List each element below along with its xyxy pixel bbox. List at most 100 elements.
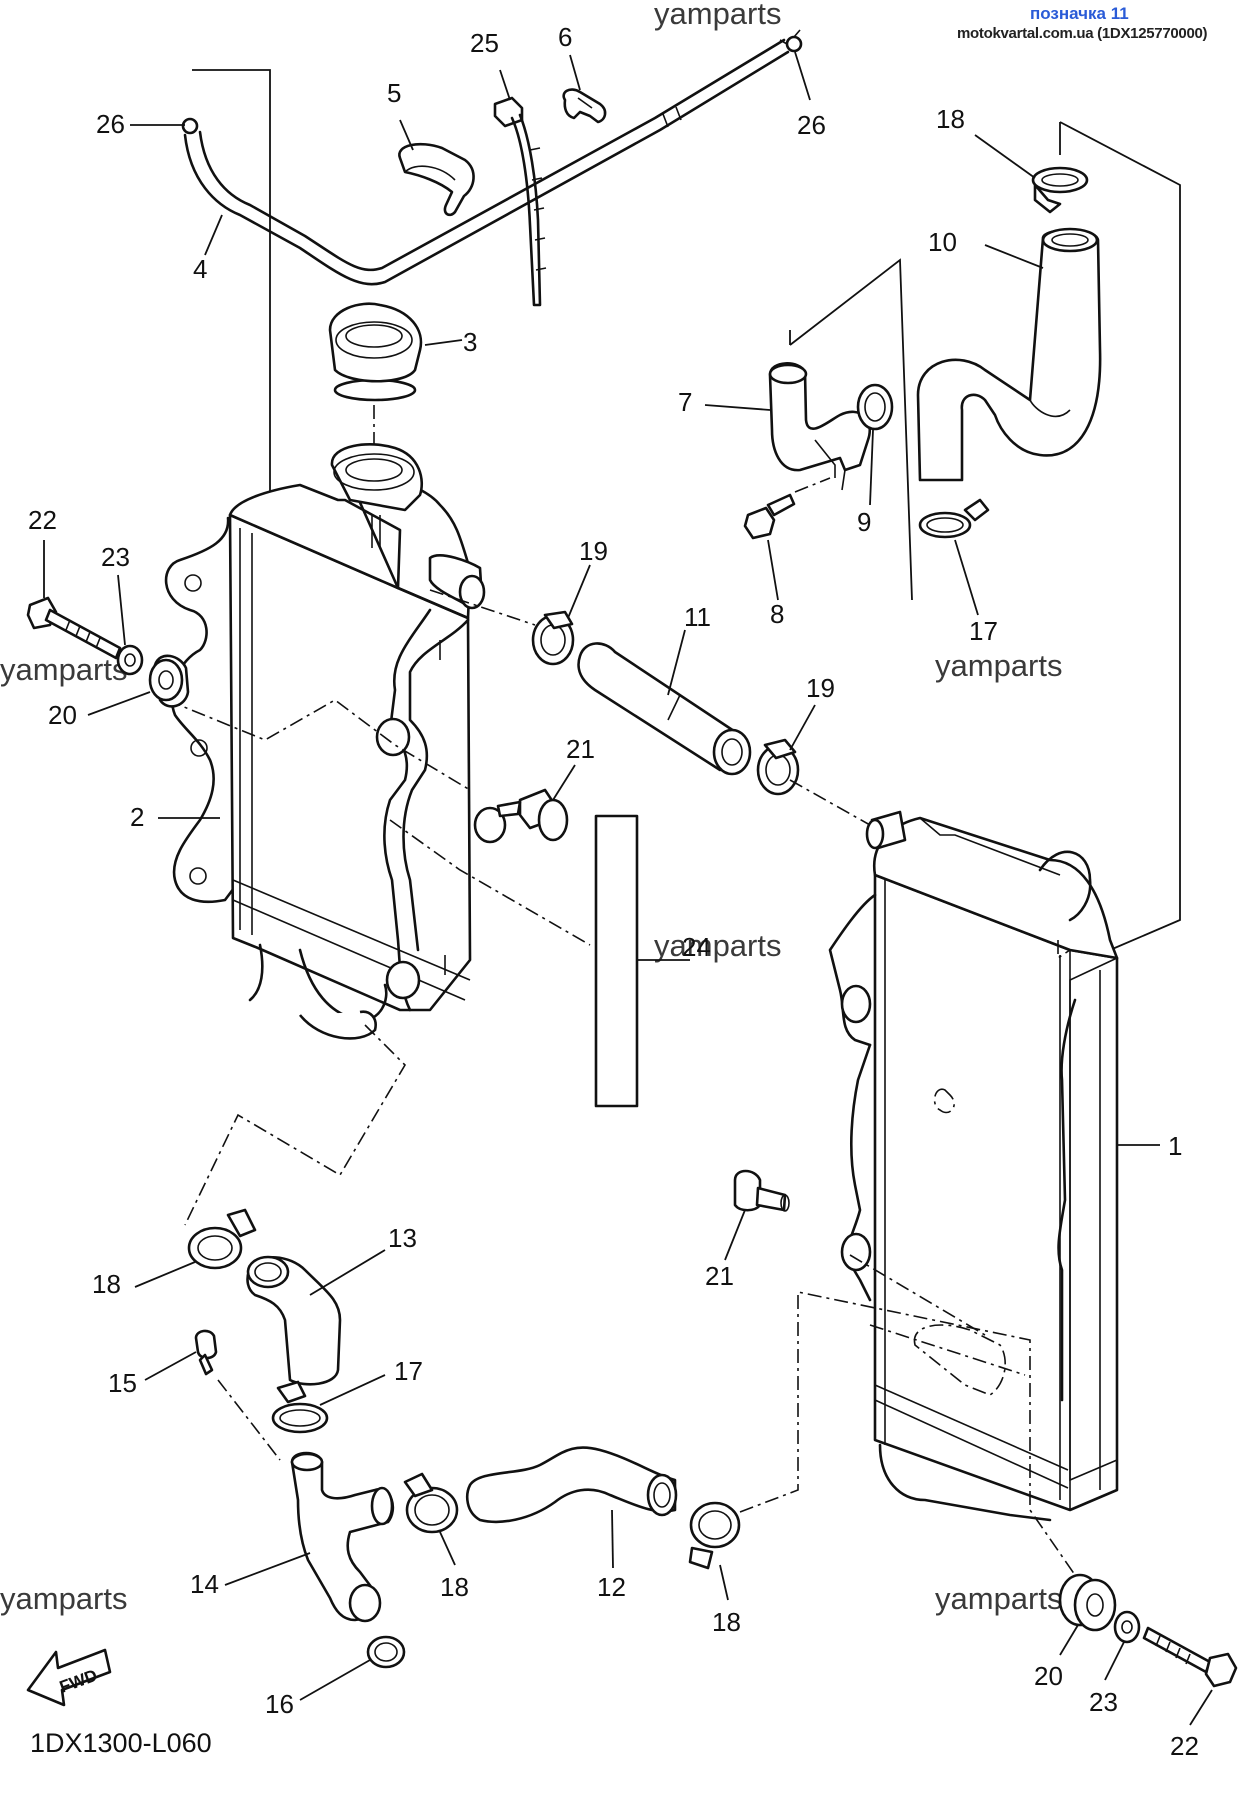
callout-24[interactable]: 24	[682, 932, 711, 962]
part-12-radiator-hose[interactable]	[465, 1446, 678, 1524]
part-8-bolt[interactable]	[743, 477, 831, 540]
dash-10-to-radiator-right	[1059, 121, 1181, 951]
leader-6	[569, 54, 581, 91]
part-26-hose-clip-left[interactable]	[181, 117, 199, 135]
callout-9[interactable]: 9	[857, 507, 871, 537]
callout-13[interactable]: 13	[388, 1223, 417, 1253]
watermark-left-lower: yamparts	[0, 1581, 127, 1616]
part-18-clamp-lower-left[interactable]	[187, 1208, 257, 1270]
part-3-radiator-cap[interactable]	[328, 302, 423, 402]
callout-14[interactable]: 14	[190, 1569, 219, 1599]
part-16-gasket[interactable]	[366, 1635, 406, 1669]
leader-8	[767, 539, 779, 601]
part-18-clamp-top-right[interactable]	[1031, 166, 1089, 214]
part-7-hose-joint[interactable]	[768, 362, 871, 491]
part-18-clamp-bottom-middle[interactable]	[403, 1472, 459, 1534]
callout-20-left[interactable]: 20	[48, 700, 77, 730]
callout-8[interactable]: 8	[770, 599, 784, 629]
leader-17-lower	[319, 1374, 386, 1406]
part-24-protector-strip[interactable]	[594, 814, 639, 1108]
leader-12	[611, 1509, 614, 1569]
part-14-hose-joint[interactable]	[290, 1451, 395, 1623]
callout-6[interactable]: 6	[558, 22, 572, 52]
part-20-grommet-left[interactable]	[148, 654, 190, 708]
leader-18-top	[974, 134, 1036, 179]
callout-23-right[interactable]: 23	[1089, 1687, 1118, 1717]
part-25-cable-tie[interactable]	[493, 96, 547, 307]
callout-26-left[interactable]: 26	[96, 109, 125, 139]
callout-16[interactable]: 16	[265, 1689, 294, 1719]
callout-18-bottom-middle[interactable]: 18	[440, 1572, 469, 1602]
leader-7	[704, 404, 771, 411]
part-4-breather-hose[interactable]	[183, 38, 790, 286]
part-20-grommet-right[interactable]	[1058, 1573, 1117, 1632]
part-19-clamp-upper[interactable]	[531, 610, 575, 666]
dash-20-21-left	[166, 699, 471, 791]
callout-4[interactable]: 4	[193, 254, 207, 284]
leader-25	[499, 69, 511, 101]
leader-26-right	[794, 51, 811, 101]
callout-21-left[interactable]: 21	[566, 734, 595, 764]
leader-15	[144, 1351, 197, 1381]
callout-5[interactable]: 5	[387, 78, 401, 108]
part-6-hose-clip[interactable]	[562, 88, 607, 124]
part-5-hose-clamp[interactable]	[398, 142, 475, 217]
callout-21-right[interactable]: 21	[705, 1261, 734, 1291]
diagram-code: 1DX1300-L060	[30, 1728, 212, 1758]
dash-7-to-10	[789, 258, 913, 601]
part-10-radiator-hose[interactable]	[916, 227, 1102, 482]
part-21-bolt-left[interactable]	[496, 788, 569, 842]
callout-2[interactable]: 2	[130, 802, 144, 832]
watermark-top: yamparts	[654, 0, 781, 31]
callout-12[interactable]: 12	[597, 1572, 626, 1602]
part-21-bolt-right[interactable]	[733, 1169, 790, 1212]
callout-7[interactable]: 7	[678, 387, 692, 417]
callout-19-lower[interactable]: 19	[806, 673, 835, 703]
dash-19-lower	[789, 779, 871, 826]
callout-26-right[interactable]: 26	[797, 110, 826, 140]
callout-3[interactable]: 3	[463, 327, 477, 357]
callout-22-left[interactable]: 22	[28, 505, 57, 535]
callout-18-top[interactable]: 18	[936, 104, 965, 134]
leader-20-right	[1059, 1624, 1079, 1656]
leader-22-right	[1189, 1689, 1213, 1726]
dash-1-inner	[869, 1324, 1026, 1376]
callout-18-bottom-right[interactable]: 18	[712, 1607, 741, 1637]
part-17-clamp-lower[interactable]	[271, 1380, 329, 1434]
callout-22-right[interactable]: 22	[1170, 1731, 1199, 1761]
part-2-radiator-left[interactable]	[164, 443, 507, 1040]
part-26-hose-clip-right[interactable]	[779, 29, 803, 53]
part-18-clamp-bottom-right[interactable]	[688, 1501, 741, 1570]
part-22-bolt-left[interactable]	[26, 596, 122, 660]
callout-11[interactable]: 11	[684, 602, 711, 632]
header-site[interactable]: motokvartal.com.ua (1DX125770000)	[957, 25, 1208, 42]
leader-19-upper	[567, 564, 591, 619]
dash-19-upper	[429, 589, 536, 626]
part-1-radiator-right[interactable]	[828, 810, 1119, 1522]
callout-25[interactable]: 25	[470, 28, 499, 58]
callout-23-left[interactable]: 23	[101, 542, 130, 572]
part-19-clamp-lower[interactable]	[756, 738, 800, 796]
callout-17-lower[interactable]: 17	[394, 1356, 423, 1386]
callout-1[interactable]: 1	[1168, 1131, 1182, 1161]
watermark-right-upper: yamparts	[935, 648, 1062, 683]
part-11-radiator-hose[interactable]	[577, 642, 752, 776]
part-9-o-ring[interactable]	[856, 383, 894, 431]
callout-18-lower-left[interactable]: 18	[92, 1269, 121, 1299]
part-17-clamp-upper[interactable]	[918, 498, 990, 539]
callout-19-upper[interactable]: 19	[579, 536, 608, 566]
callout-15[interactable]: 15	[108, 1368, 137, 1398]
part-13-radiator-hose[interactable]	[246, 1255, 342, 1386]
part-15-bleed-bolt[interactable]	[194, 1329, 218, 1376]
callout-10[interactable]: 10	[928, 227, 957, 257]
header-tag[interactable]: позначка 11	[1030, 4, 1129, 23]
part-23-washer-right[interactable]	[1113, 1610, 1141, 1644]
leader-10	[984, 244, 1044, 269]
callout-20-right[interactable]: 20	[1034, 1661, 1063, 1691]
part-23-washer-left[interactable]	[116, 644, 144, 676]
leader-21-right	[724, 1209, 746, 1261]
callout-17-upper[interactable]: 17	[969, 616, 998, 646]
part-22-bolt-right[interactable]	[1142, 1626, 1238, 1688]
